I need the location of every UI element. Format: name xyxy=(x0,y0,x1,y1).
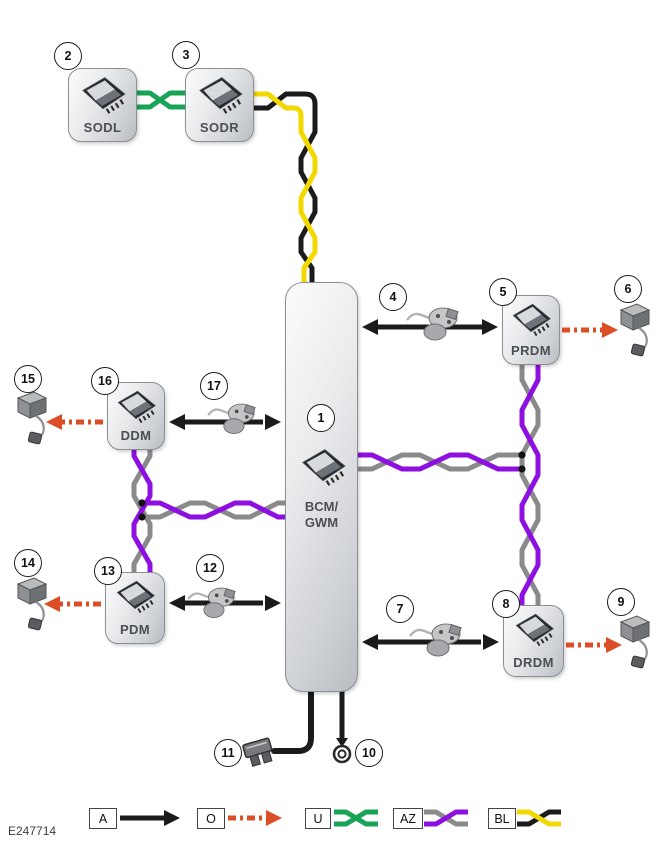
figure-id: E247714 xyxy=(8,824,57,838)
chip-icon xyxy=(198,77,243,114)
lin-arrow-pdm-left xyxy=(44,596,101,612)
module-label-line1: BCM/ xyxy=(304,499,339,514)
bus-arrow-ddm-bcm xyxy=(169,414,281,430)
callout-9: 9 xyxy=(607,588,635,616)
module-label: PDM xyxy=(119,622,151,637)
legend-symbol-twisted-pair-green xyxy=(334,809,378,827)
legend-code-bl: BL xyxy=(488,808,516,829)
legend-symbol-twisted-pair-purple-gray xyxy=(424,809,468,827)
junction-dot xyxy=(518,465,526,473)
legend-code-o: O xyxy=(197,808,225,829)
callout-13: 13 xyxy=(94,557,122,585)
legend-code-u: U xyxy=(305,808,331,829)
actuator-icon xyxy=(619,303,651,357)
lin-arrow-ddm-left xyxy=(46,414,103,430)
module-label: DDM xyxy=(120,428,152,443)
module-pdm: PDM xyxy=(105,572,165,644)
callout-2: 2 xyxy=(54,42,82,70)
callout-5: 5 xyxy=(489,278,517,306)
harness-connector-icon xyxy=(406,307,459,341)
actuator-icon xyxy=(619,615,651,669)
junction-dot xyxy=(138,499,146,507)
callout-14: 14 xyxy=(14,549,42,577)
junction-dot xyxy=(138,513,146,521)
chip-icon xyxy=(302,449,346,486)
module-label: DRDM xyxy=(513,655,554,670)
lin-arrow-drdm-right xyxy=(566,637,622,653)
twisted-pair-green-sodl-sodr xyxy=(135,90,185,110)
bus-arrow-bcm-drdm xyxy=(362,634,499,650)
callout-7: 7 xyxy=(386,595,414,623)
twisted-pair-purple-gray-prdm-drdm xyxy=(519,363,541,605)
harness-connector-icon xyxy=(207,403,256,434)
legend-code-a: A xyxy=(89,808,117,829)
ground-wire-ring-terminal xyxy=(332,685,352,764)
chip-icon xyxy=(116,580,155,614)
chip-icon xyxy=(81,77,126,114)
callout-12: 12 xyxy=(196,554,224,582)
legend-symbol-solid-arrow xyxy=(120,810,180,826)
legend-symbol-twisted-pair-yellow-black xyxy=(517,809,561,827)
legend-symbol-dashed-arrow xyxy=(228,810,282,826)
callout-6: 6 xyxy=(614,275,642,303)
chip-icon xyxy=(117,390,156,424)
callout-8: 8 xyxy=(492,590,520,618)
harness-connector-icon xyxy=(409,623,462,657)
power-wire-to-connector xyxy=(271,682,314,754)
twisted-pair-purple-gray-bcm-junction-right xyxy=(356,452,522,472)
callout-3: 3 xyxy=(172,41,200,69)
twisted-pair-purple-gray-ddm-pdm xyxy=(131,448,153,572)
actuator-icon xyxy=(16,577,48,631)
callout-11: 11 xyxy=(214,739,242,767)
module-ddm: DDM xyxy=(107,382,165,450)
module-drdm: DRDM xyxy=(503,605,564,677)
module-label-line2: GWM xyxy=(304,515,339,530)
module-sodr: SODR xyxy=(185,68,254,142)
twisted-pair-purple-gray-junction-bcm-left xyxy=(142,500,285,520)
callout-10: 10 xyxy=(355,739,383,767)
module-prdm: PRDM xyxy=(502,295,560,365)
harness-connector-icon xyxy=(187,587,236,618)
legend-code-az: AZ xyxy=(393,808,423,829)
module-sodl: SODL xyxy=(68,68,137,142)
callout-15: 15 xyxy=(14,365,42,393)
chip-icon xyxy=(512,303,551,337)
junction-dot xyxy=(518,451,526,459)
callout-1: 1 xyxy=(307,404,335,432)
actuator-icon xyxy=(16,391,48,445)
module-label: PRDM xyxy=(511,343,551,358)
chip-icon xyxy=(515,613,554,647)
twisted-pair-yellow-black-sodr-bcm xyxy=(252,91,318,282)
callout-16: 16 xyxy=(91,367,119,395)
module-bcm-gwm: BCM/ GWM xyxy=(285,282,358,692)
module-label: SODR xyxy=(199,120,240,135)
lin-arrow-prdm-right xyxy=(562,322,618,338)
callout-17: 17 xyxy=(200,372,228,400)
module-label: SODL xyxy=(83,120,122,135)
plug-connector-icon xyxy=(242,737,273,767)
callout-4: 4 xyxy=(379,283,407,311)
